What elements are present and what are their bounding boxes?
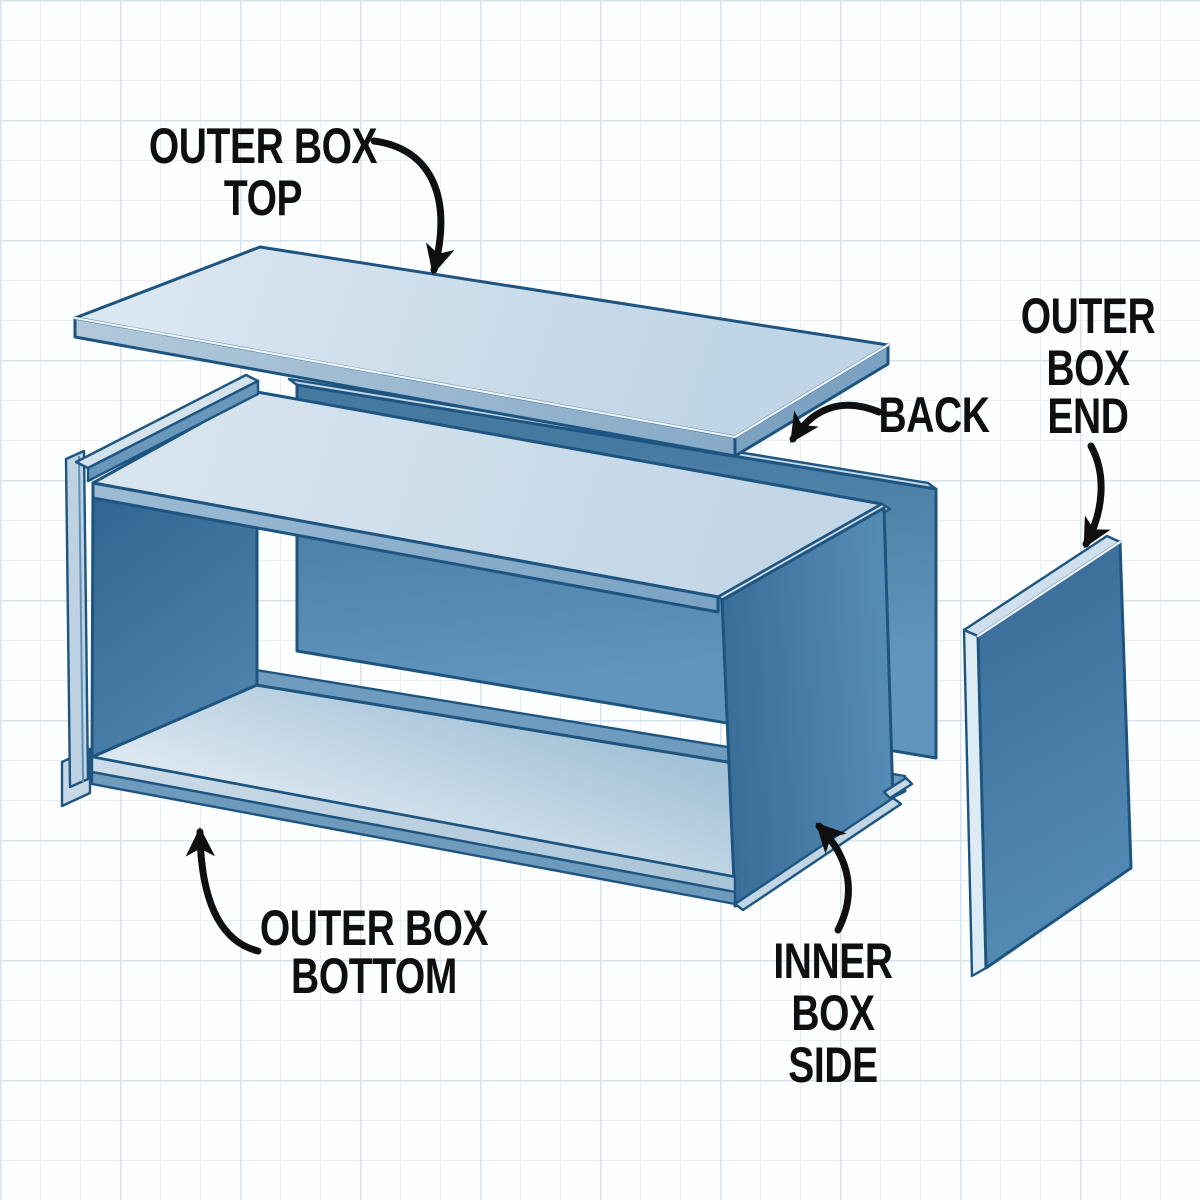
left-end-seam bbox=[78, 455, 84, 783]
bottom-right-end-cap bbox=[882, 776, 914, 800]
outer-box-bottom-arrow bbox=[185, 827, 262, 955]
top-slab-highlight bbox=[73, 316, 890, 439]
label-back-line1: BACK bbox=[878, 386, 989, 443]
label-outer-box-end: OUTER BOX END bbox=[1021, 287, 1156, 444]
outer-box-top-arrow bbox=[370, 137, 455, 275]
outer-box-bottom-front-edge bbox=[60, 747, 914, 912]
end-panel-highlight bbox=[976, 540, 1122, 638]
label-inner-box-side-line1: INNER bbox=[773, 932, 892, 989]
label-outer-box-end-line2: BOX bbox=[1046, 339, 1130, 396]
outer-box-end-arrow bbox=[1082, 442, 1111, 549]
label-inner-box-side-line2: BOX bbox=[791, 984, 875, 1041]
label-back: BACK bbox=[878, 386, 990, 443]
inner-box-top-front-edge bbox=[91, 481, 720, 614]
outer-box-end-panel bbox=[962, 534, 1133, 978]
back-arrow bbox=[789, 401, 883, 444]
label-outer-box-bottom-line1: OUTER BOX bbox=[260, 899, 489, 956]
outer-box-top-panel bbox=[73, 245, 890, 458]
label-outer-box-top-line1: OUTER BOX bbox=[149, 117, 378, 174]
label-outer-box-bottom: OUTER BOX BOTTOM bbox=[260, 899, 489, 1004]
left-end-front-edge bbox=[64, 449, 90, 789]
label-outer-box-bottom-line2: BOTTOM bbox=[291, 947, 457, 1004]
label-outer-box-top-line2: TOP bbox=[224, 169, 302, 226]
inner-box-side-arrow bbox=[815, 822, 852, 934]
label-inner-box-side-line3: SIDE bbox=[788, 1036, 877, 1093]
label-outer-box-end-line3: END bbox=[1047, 387, 1128, 444]
label-inner-box-side: INNER BOX SIDE bbox=[773, 932, 893, 1093]
label-outer-box-top: OUTER BOX TOP bbox=[149, 117, 378, 226]
label-outer-box-end-line1: OUTER bbox=[1021, 287, 1156, 344]
outer-box-end-left-panel bbox=[64, 373, 260, 789]
left-end-top-rail-side bbox=[86, 379, 260, 483]
